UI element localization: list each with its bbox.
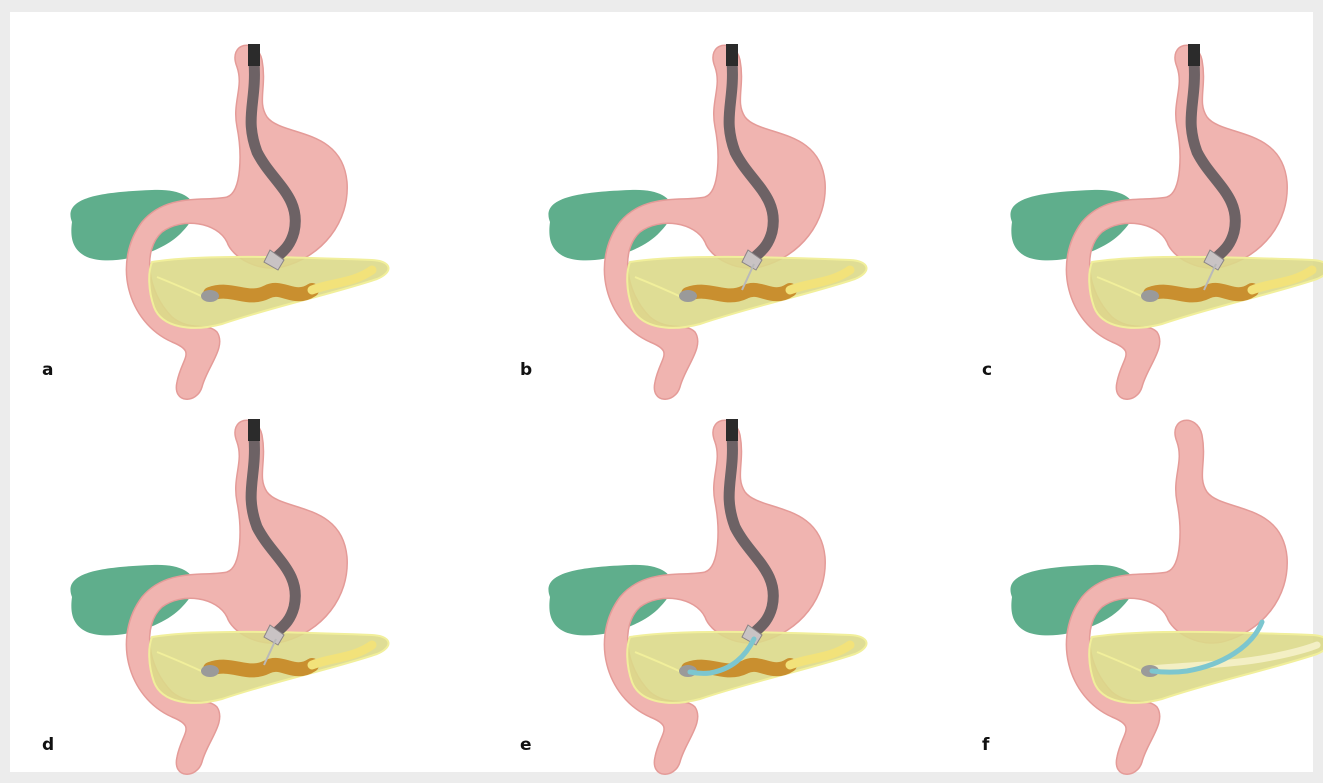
panel-label-c: c — [982, 360, 992, 380]
endoscope-handle-end — [248, 419, 260, 441]
panel-label-f: f — [982, 735, 989, 755]
panel-e: e — [510, 407, 930, 767]
endoscope-handle-end — [248, 44, 260, 66]
pancreatic-duct-dilated — [210, 290, 312, 296]
papilla-marker — [679, 290, 697, 302]
endoscope-handle-end — [726, 419, 738, 441]
stomach-duodenum-shape — [1066, 45, 1287, 399]
illustration-c — [972, 32, 1323, 392]
panel-label-a: a — [42, 360, 53, 380]
illustration-b — [510, 32, 930, 392]
panel-b: b — [510, 32, 930, 392]
stomach-duodenum-shape — [1066, 420, 1287, 774]
stomach-duodenum-shape — [604, 420, 825, 774]
pancreatic-duct-dilated — [1150, 290, 1252, 296]
illustration-d — [32, 407, 452, 767]
panel-c: c — [972, 32, 1323, 392]
endoscope-handle-end — [1188, 44, 1200, 66]
stomach-duodenum-shape — [604, 45, 825, 399]
illustration-f — [972, 407, 1323, 767]
panel-label-b: b — [520, 360, 532, 380]
illustration-e — [510, 407, 930, 767]
pancreatic-duct-dilated — [688, 290, 790, 296]
pancreatic-duct-dilated — [210, 665, 312, 671]
papilla-marker — [1141, 290, 1159, 302]
panel-a: a — [32, 32, 452, 392]
stomach-duodenum-shape — [126, 420, 347, 774]
illustration-a — [32, 32, 452, 392]
panel-f: f — [972, 407, 1323, 767]
panel-d: d — [32, 407, 452, 767]
papilla-marker — [201, 665, 219, 677]
panel-label-e: e — [520, 735, 532, 755]
figure-frame: a b c d e f — [10, 12, 1313, 772]
panel-label-d: d — [42, 735, 54, 755]
pancreatic-duct-dilated — [688, 665, 790, 671]
endoscope-handle-end — [726, 44, 738, 66]
papilla-marker — [201, 290, 219, 302]
stomach-duodenum-shape — [126, 45, 347, 399]
